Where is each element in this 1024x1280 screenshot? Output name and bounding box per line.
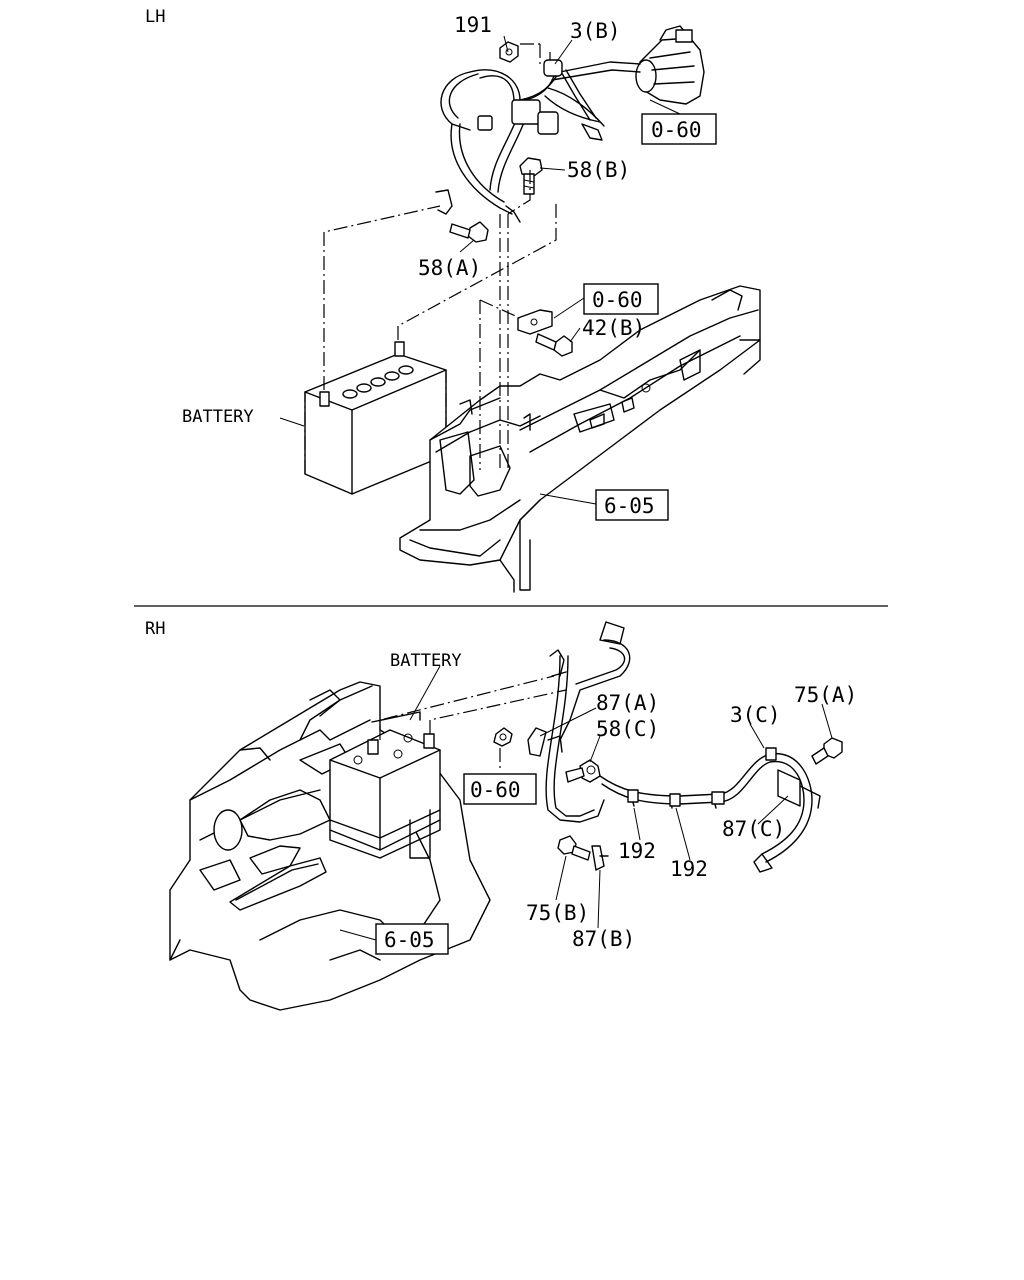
lh-leader-lines (279, 35, 681, 505)
label-3c: 3(C) (730, 703, 781, 727)
lh-body-frame (399, 285, 761, 593)
rh-battery (329, 711, 441, 859)
lh-bracket (517, 309, 553, 335)
ref-box-body-lh (595, 489, 669, 521)
bracket-87a (493, 727, 547, 757)
rh-leader-lines (339, 665, 833, 941)
label-87b: 87(B) (572, 927, 635, 951)
label-192-b: 192 (670, 857, 708, 881)
label-75a: 75(A) (794, 683, 857, 707)
rh-body-frame (169, 681, 491, 1011)
rh-battery-cable (545, 621, 631, 823)
label-58b: 58(B) (567, 158, 630, 182)
bracket-87c (777, 769, 821, 809)
label-battery-rh: BATTERY (390, 651, 462, 671)
ref-bracket-rh: 0-60 (470, 778, 521, 802)
label-58c: 58(C) (596, 717, 659, 741)
ref-body-rh: 6-05 (384, 928, 435, 952)
starter-motor (635, 25, 705, 105)
bolt-58b (519, 157, 543, 195)
ref-box-starter (641, 113, 717, 145)
bracket-87b (591, 845, 609, 871)
label-87a: 87(A) (596, 691, 659, 715)
label-battery-lh: BATTERY (182, 407, 254, 427)
rh-section: RH (145, 619, 857, 1011)
label-42b: 42(B) (582, 316, 645, 340)
label-192-a: 192 (618, 839, 656, 863)
ref-box-bracket (583, 283, 659, 315)
rh-section-label: RH (145, 619, 165, 639)
cable-3c (599, 747, 813, 873)
ref-box-bracket-rh (463, 773, 537, 805)
label-3b: 3(B) (570, 19, 621, 43)
label-191: 191 (454, 13, 492, 37)
label-58a: 58(A) (418, 256, 481, 280)
bolt-58a (449, 221, 489, 243)
ref-starter: 0-60 (651, 118, 702, 142)
nut-191 (499, 41, 519, 63)
lh-cable-harness (435, 59, 641, 223)
lh-section: LH (145, 7, 761, 593)
lh-section-label: LH (145, 7, 165, 27)
lh-battery (304, 341, 447, 495)
bolt-42b (535, 333, 573, 357)
ref-box-body-rh (375, 923, 449, 955)
bolt-75a (811, 737, 843, 765)
ref-bracket-lh: 0-60 (592, 288, 643, 312)
bolt-75b (557, 835, 591, 861)
label-75b: 75(B) (526, 901, 589, 925)
label-87c: 87(C) (722, 817, 785, 841)
bolt-58c (565, 759, 601, 783)
ref-body-lh: 6-05 (604, 494, 655, 518)
